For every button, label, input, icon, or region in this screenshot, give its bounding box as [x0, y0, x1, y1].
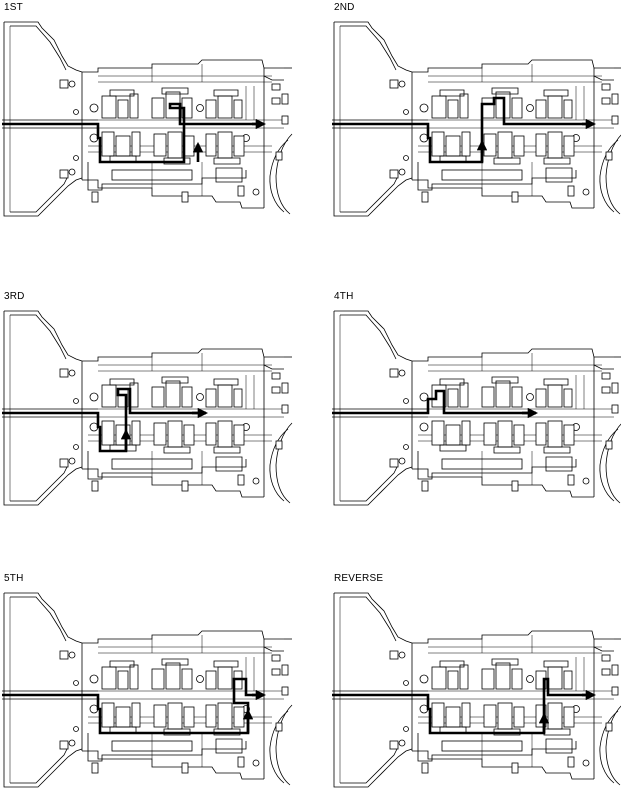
- diagram-panel-fourth: 4TH: [331, 291, 621, 516]
- power-flow-path-reverse: [332, 677, 590, 735]
- transmission-diagram-first: [1, 21, 293, 217]
- panel-label-reverse: REVERSE: [334, 573, 384, 584]
- diagram-panel-fifth: 5TH: [1, 573, 293, 798]
- power-flow-path-second: [332, 96, 590, 164]
- diagram-panel-first: 1ST: [1, 2, 293, 227]
- panel-label-fifth: 5TH: [4, 573, 24, 584]
- diagram-panel-reverse: REVERSE: [331, 573, 621, 798]
- transmission-diagram-fourth: [331, 310, 621, 506]
- power-flow-path-fourth: [332, 389, 532, 415]
- transmission-diagram-second: [331, 21, 621, 217]
- power-flow-path-first: [2, 102, 260, 164]
- diagram-panel-third: 3RD: [1, 291, 293, 516]
- panel-label-second: 2ND: [334, 2, 355, 13]
- panel-label-third: 3RD: [4, 291, 25, 302]
- panel-label-fourth: 4TH: [334, 291, 354, 302]
- panel-label-first: 1ST: [4, 2, 23, 13]
- diagram-panel-second: 2ND: [331, 2, 621, 227]
- transmission-diagram-reverse: [331, 592, 621, 788]
- transmission-diagram-fifth: [1, 592, 293, 788]
- power-flow-path-third: [2, 387, 202, 453]
- transmission-diagram-third: [1, 310, 293, 506]
